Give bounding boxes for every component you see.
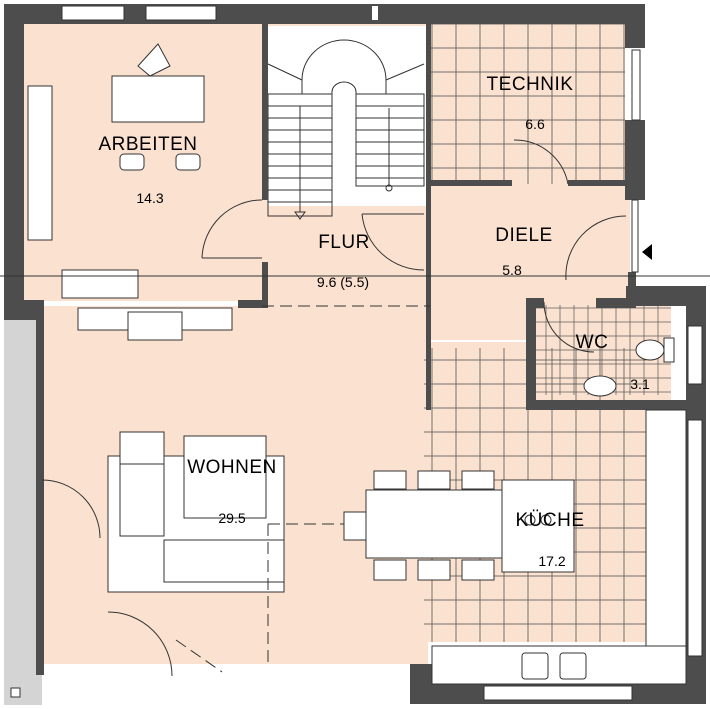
- room-area-technik: 6.6: [525, 116, 545, 132]
- study-furniture: [27, 43, 205, 241]
- wall-arbeiten-flur: [262, 24, 268, 200]
- wall-technik-bottom: [426, 180, 512, 186]
- wall-arbeiten-flur-2: [262, 262, 268, 306]
- wall-technik-left: [426, 24, 431, 184]
- wall-arbeiten-bottom-2: [238, 300, 268, 308]
- room-area-arbeiten: 14.3: [136, 190, 163, 206]
- wall-diele-right: [628, 272, 636, 292]
- room-label-arbeiten: ARBEITEN: [98, 134, 197, 155]
- room-label-wc: WC: [576, 332, 609, 353]
- room-label-wohnen: WOHNEN: [187, 457, 277, 478]
- wall-left-lower: [36, 320, 44, 675]
- entrance-arrow-icon: [642, 244, 652, 260]
- wall-bottom-left: [410, 664, 432, 704]
- wall-left-upper: [4, 4, 24, 320]
- stair-hall: [268, 26, 426, 206]
- doors: [41, 139, 627, 677]
- terrace-strip: [4, 320, 42, 705]
- dashed-lines: [175, 305, 430, 673]
- room-label-flur: FLUR: [318, 232, 370, 253]
- room-label-technik: TECHNIK: [487, 74, 574, 95]
- tiles-technik: [430, 24, 625, 184]
- wall-right-mid: [625, 120, 645, 200]
- wall-wc-top-2: [596, 298, 636, 308]
- wall-right-top: [625, 4, 645, 48]
- room-area-wohnen: 29.5: [218, 510, 245, 526]
- room-area-flur: 9.6 (5.5): [317, 274, 369, 290]
- wall-kueche-left: [426, 342, 431, 410]
- wall-technik-bottom-2: [568, 180, 630, 186]
- room-area-wc: 3.1: [630, 376, 650, 392]
- terrace-marker: [10, 687, 21, 698]
- wall-wc-bottom: [526, 400, 706, 410]
- wall-wc-left: [526, 298, 536, 408]
- room-label-kueche: KÜCHE: [515, 510, 584, 531]
- room-area-diele: 5.8: [502, 262, 522, 278]
- windows: [61, 5, 703, 701]
- kitchen-furniture: [343, 409, 687, 685]
- wall-arbeiten-bottom: [4, 300, 44, 320]
- wc-fixtures: [583, 337, 675, 397]
- room-area-kueche: 17.2: [538, 553, 565, 569]
- room-label-diele: DIELE: [495, 225, 552, 246]
- living-furniture: [61, 269, 285, 593]
- wall-diele-left: [426, 186, 431, 344]
